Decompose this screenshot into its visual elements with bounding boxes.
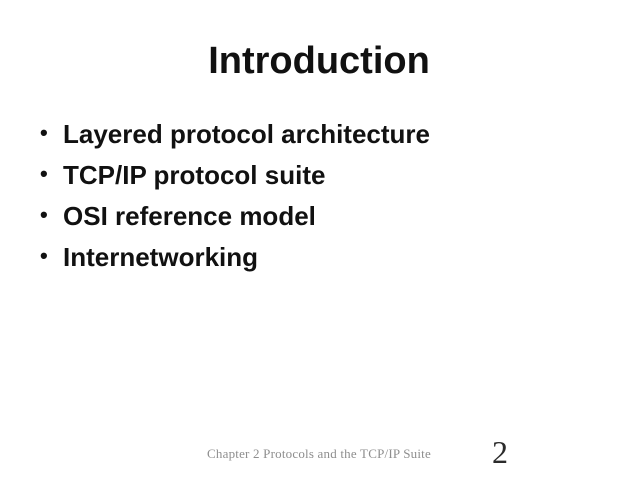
footer-text: Chapter 2 Protocols and the TCP/IP Suite: [207, 446, 431, 461]
bullet-text: Layered protocol architecture: [63, 119, 430, 149]
list-item: • Internetworking: [34, 242, 430, 283]
bullet-icon: •: [40, 120, 48, 145]
bullet-icon: •: [40, 161, 48, 186]
bullet-icon: •: [40, 243, 48, 268]
bullet-text: OSI reference model: [63, 201, 316, 231]
bullet-icon: •: [40, 202, 48, 227]
bullet-text: TCP/IP protocol suite: [63, 160, 326, 190]
slide-title: Introduction: [208, 40, 430, 82]
list-item: • TCP/IP protocol suite: [34, 160, 430, 201]
bullet-list: • Layered protocol architecture • TCP/IP…: [34, 119, 430, 283]
list-item: • Layered protocol architecture: [34, 119, 430, 160]
list-item: • OSI reference model: [34, 201, 430, 242]
bullet-text: Internetworking: [63, 242, 259, 272]
page-number: 2: [492, 434, 508, 470]
